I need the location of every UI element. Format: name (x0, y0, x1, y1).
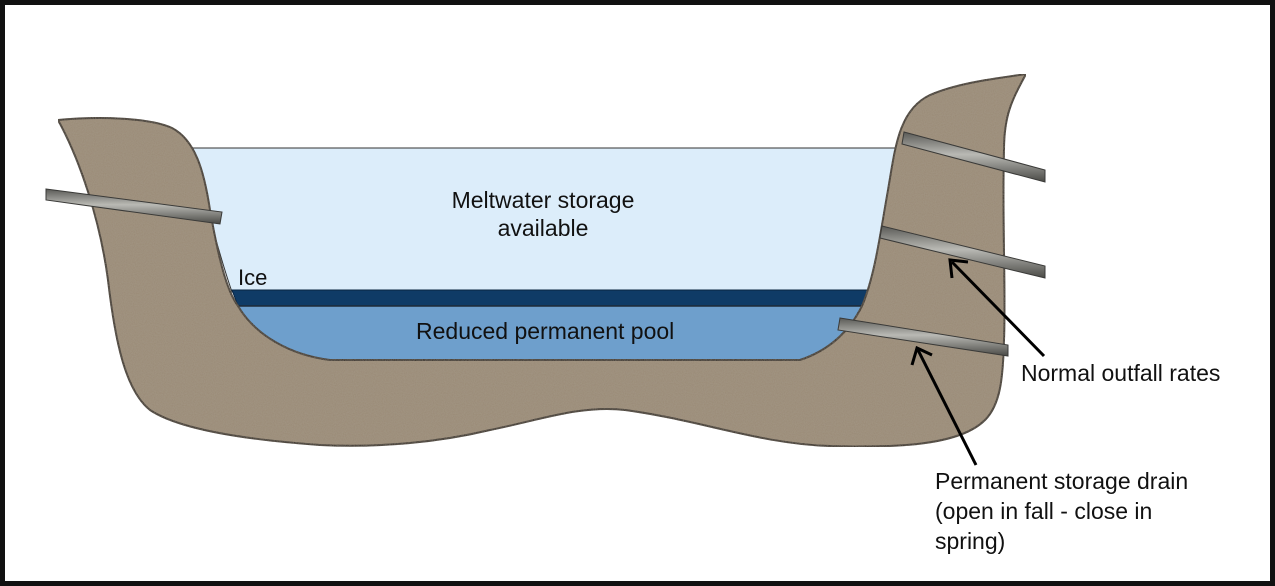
permanent-storage-drain-pipe (837, 317, 1009, 357)
ice-layer (231, 289, 869, 307)
soil-embankment (56, 72, 1028, 448)
storage-drain-line3: spring) (935, 528, 1006, 554)
overflow-pipe-upper-right (901, 131, 1046, 183)
ice-label: Ice (238, 265, 268, 290)
permanent-pool-label: Reduced permanent pool (416, 318, 675, 344)
normal-outfall-label: Normal outfall rates (1021, 360, 1221, 386)
storage-drain-label: Permanent storage drain (open in fall - … (935, 466, 1188, 556)
meltwater-label-line2: available (497, 215, 589, 241)
overflow-pipe-left (45, 188, 223, 225)
meltwater-label-line1: Meltwater storage (451, 187, 635, 213)
storage-drain-line2: (open in fall - close in (935, 498, 1153, 524)
meltwater-storage-label: Meltwater storage available (380, 186, 706, 242)
storage-drain-line1: Permanent storage drain (935, 468, 1189, 494)
normal-outfall-arrow (948, 258, 1046, 358)
storage-drain-arrow (910, 345, 978, 466)
normal-outfall-pipe (879, 225, 1046, 279)
